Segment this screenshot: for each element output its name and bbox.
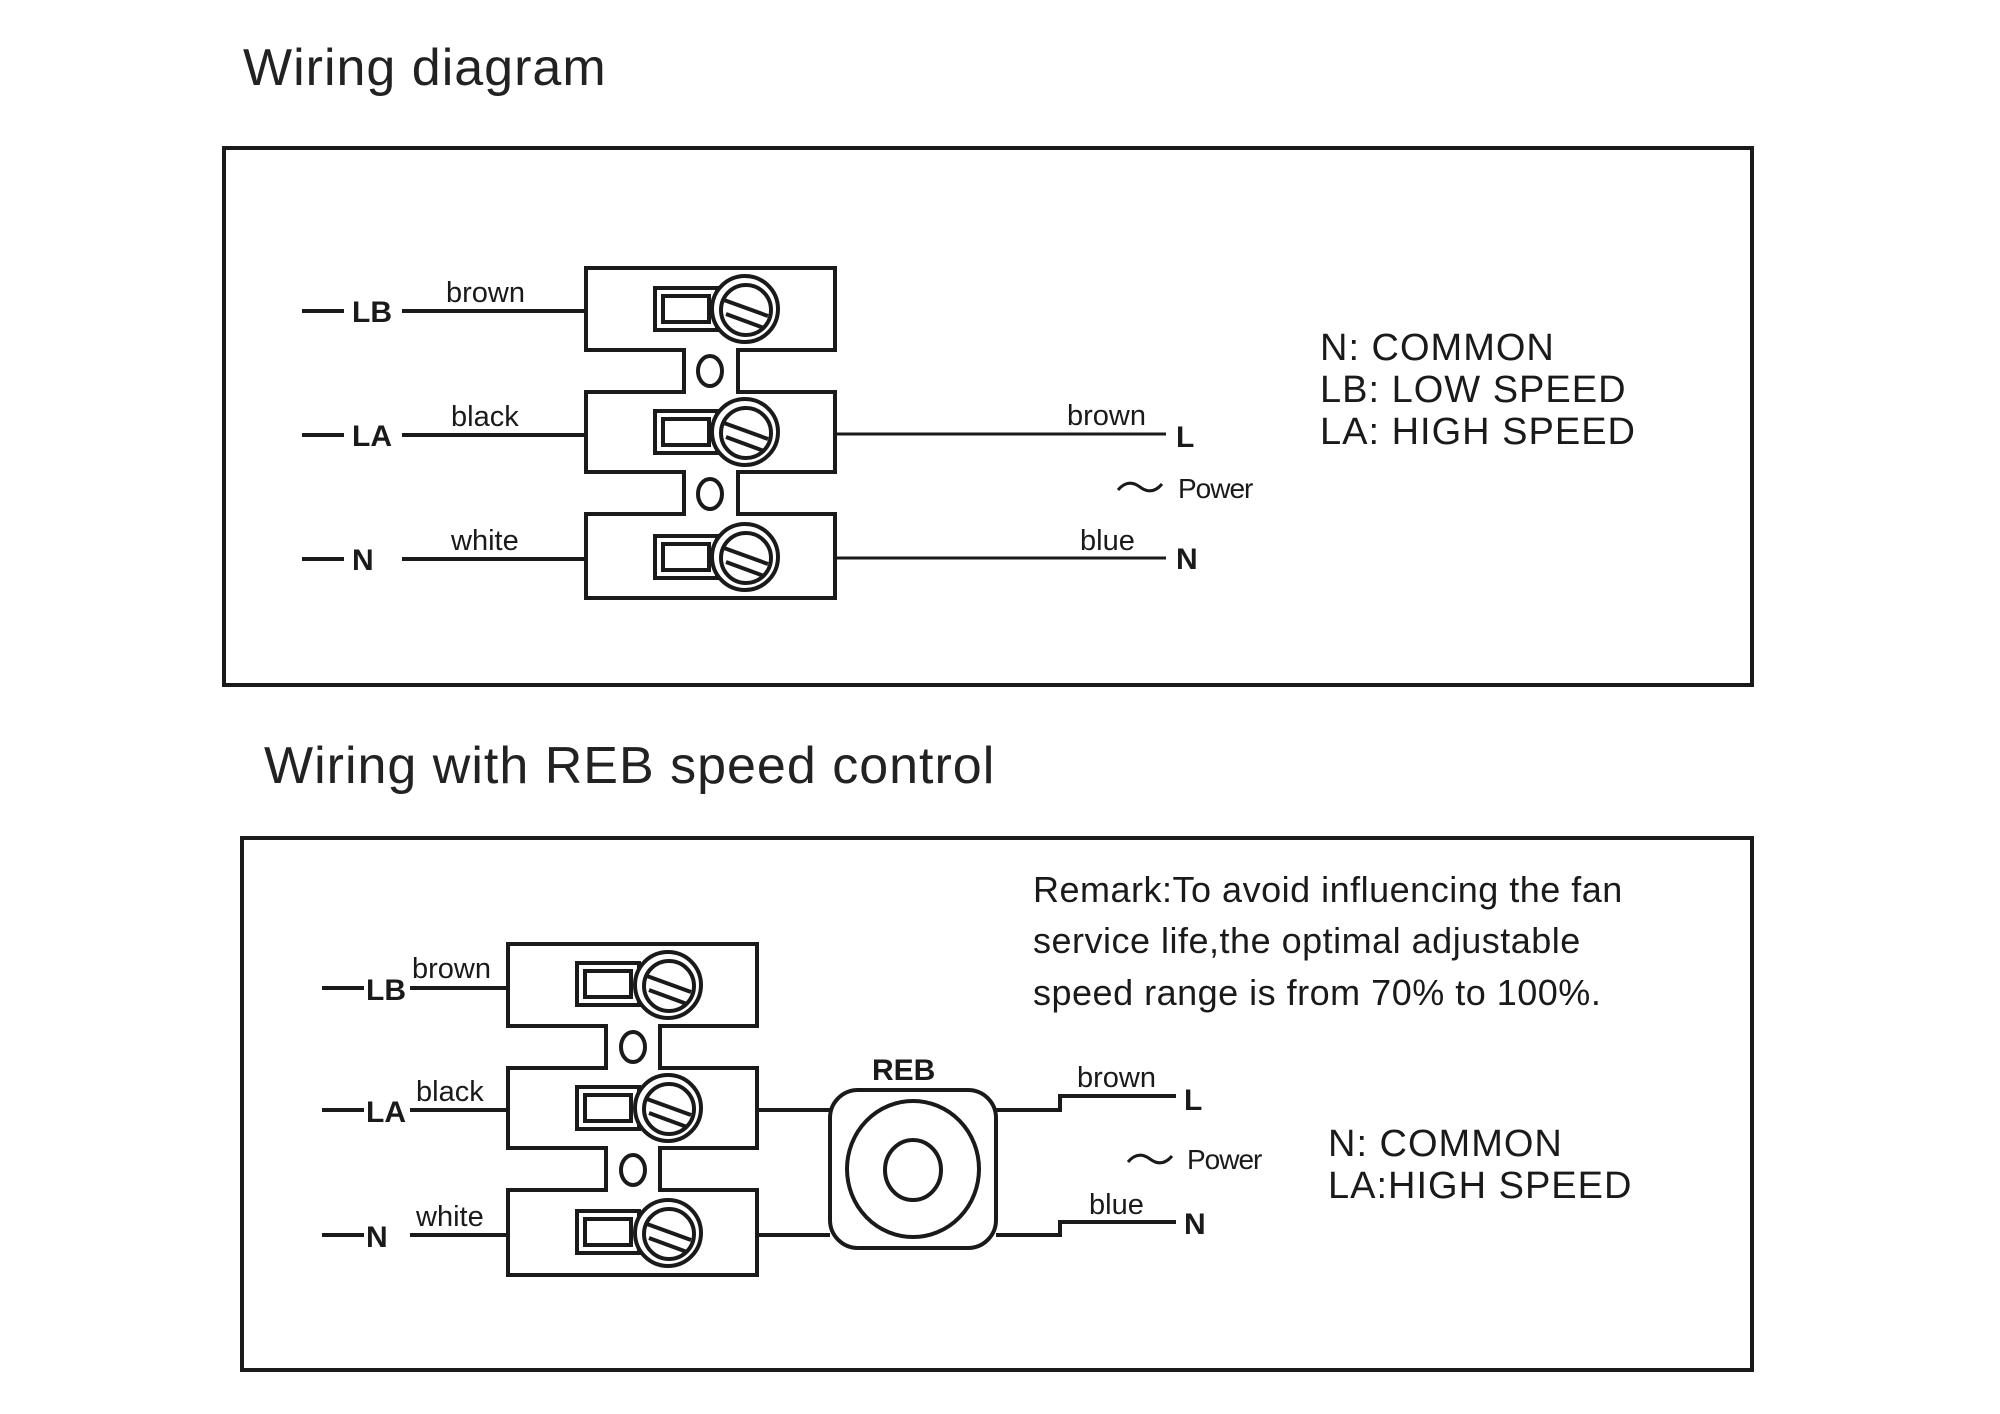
wire-color-label: brown (1077, 1062, 1156, 1094)
screw-terminal-icon (575, 1073, 703, 1143)
bottom-diagram-frame (240, 836, 1754, 1372)
wire-color-label: black (451, 401, 519, 433)
legend-line: LA:HIGH SPEED (1328, 1165, 1632, 1207)
reb-controller (828, 1088, 998, 1250)
wire-color-label: brown (446, 277, 525, 309)
power-tilde-icon (1116, 481, 1164, 493)
wire-color-label: white (415, 1201, 484, 1233)
power-label-l: L (1176, 421, 1194, 454)
bridge-hole-icon (696, 477, 724, 511)
bridge-hole-icon (696, 354, 724, 388)
screw-terminal-icon (653, 397, 780, 467)
wire-color-label: brown (1067, 400, 1146, 432)
wire-color-label: blue (1089, 1189, 1144, 1221)
terminal-label-lb: LB (352, 296, 392, 329)
power-label-n: N (1176, 543, 1198, 576)
power-label: Power (1178, 473, 1253, 504)
legend-line: LA: HIGH SPEED (1320, 411, 1636, 453)
reb-knob-outer-icon (845, 1099, 981, 1239)
screw-terminal-icon (575, 950, 703, 1020)
power-label-l: L (1184, 1084, 1202, 1117)
wire-color-label: black (416, 1076, 484, 1108)
wire-color-label: white (450, 525, 519, 557)
reb-label: REB (872, 1054, 935, 1087)
terminal-label-lb: LB (366, 974, 406, 1007)
bottom-section-title: Wiring with REB speed control (264, 737, 996, 795)
bridge-hole-icon (619, 1153, 647, 1187)
terminal-label-n: N (366, 1221, 388, 1254)
top-terminal-block (584, 266, 837, 600)
remark-line: service life,the optimal adjustable (1033, 920, 1581, 961)
wire-out-blue (996, 1220, 1176, 1237)
top-diagram-frame (222, 146, 1754, 687)
legend-line: N: COMMON (1328, 1123, 1563, 1165)
screw-terminal-icon (575, 1198, 703, 1268)
screw-terminal-icon (653, 274, 780, 344)
wire-color-label: brown (412, 953, 491, 985)
top-section-title: Wiring diagram (243, 39, 607, 97)
power-label-n: N (1184, 1208, 1206, 1241)
legend-line: N: COMMON (1320, 327, 1555, 369)
remark-line: speed range is from 70% to 100%. (1033, 972, 1601, 1013)
bridge-hole-icon (619, 1030, 647, 1064)
legend-line: LB: LOW SPEED (1320, 369, 1627, 411)
bottom-terminal-block (506, 942, 759, 1277)
power-label: Power (1187, 1144, 1262, 1175)
wire-out-brown (996, 1094, 1176, 1112)
terminal-label-la: LA (352, 420, 392, 453)
terminal-label-n: N (352, 544, 374, 577)
power-tilde-icon (1126, 1153, 1174, 1165)
terminal-label-la: LA (366, 1096, 406, 1129)
reb-knob-inner-icon (883, 1138, 943, 1202)
remark-line: Remark:To avoid influencing the fan (1033, 869, 1623, 910)
wire-color-label: blue (1080, 525, 1135, 557)
screw-terminal-icon (653, 522, 780, 592)
